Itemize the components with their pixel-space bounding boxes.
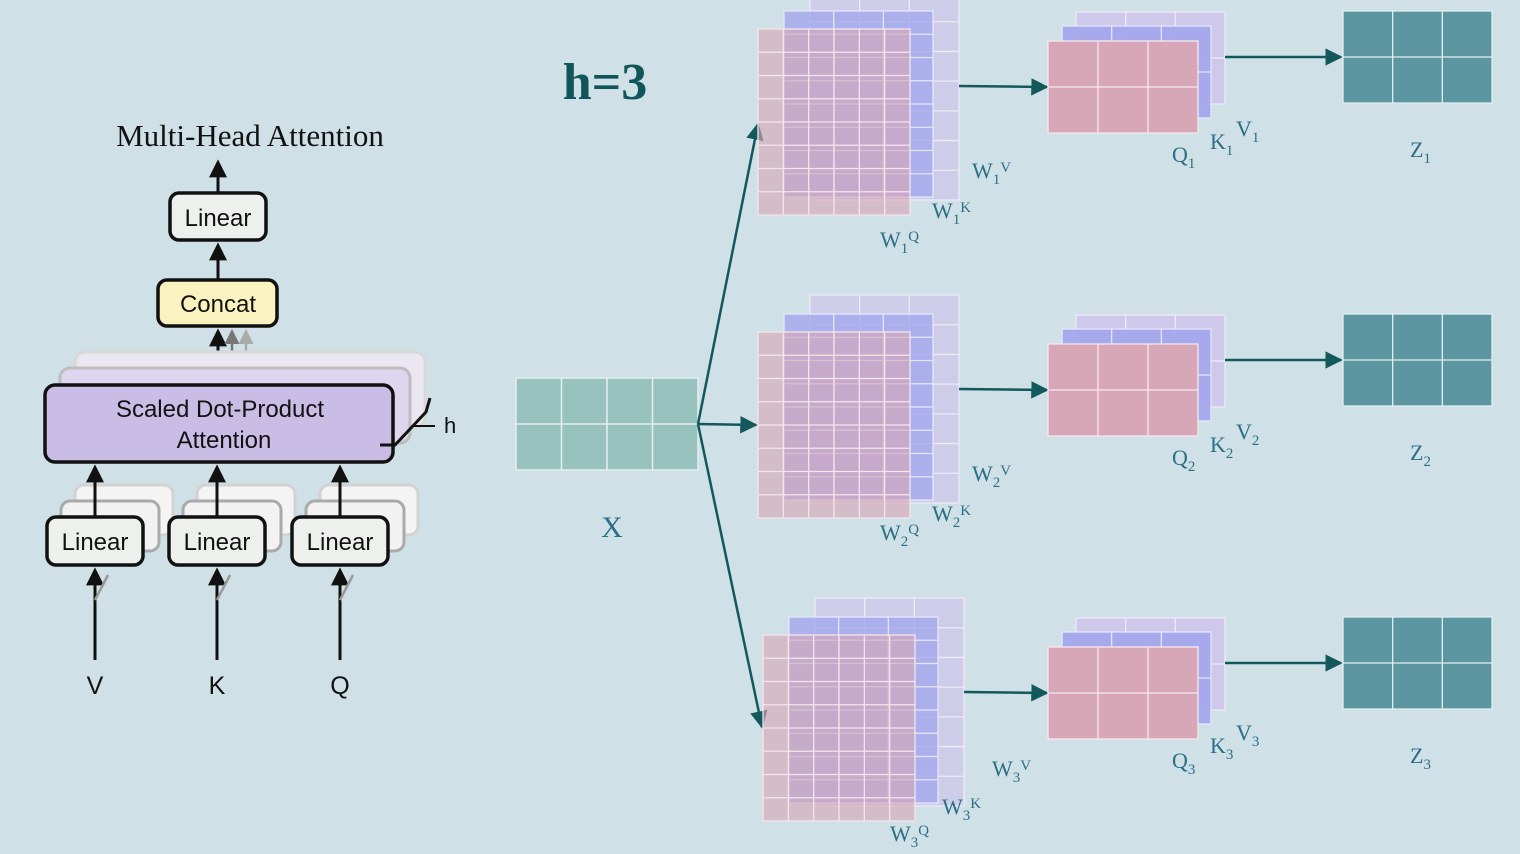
input-v-label: V — [87, 672, 104, 700]
linear-k-stack: Linear — [167, 483, 297, 567]
wq-matrix-3 — [762, 634, 916, 822]
wq-label-2: W2Q — [880, 520, 919, 550]
svg-text:Linear: Linear — [184, 529, 251, 556]
h-count-title: h=3 — [563, 54, 648, 111]
svg-text:Linear: Linear — [185, 205, 252, 232]
head-arrow-3 — [963, 684, 1049, 702]
multi-head-attention-diagram: Multi-Head Attention Linear Concat Scale… — [43, 118, 456, 700]
q-matrix-2 — [1047, 343, 1199, 437]
z-matrix-2 — [1342, 313, 1493, 407]
k-label-1: K1 — [1210, 129, 1233, 159]
q-label-2: Q2 — [1172, 445, 1195, 475]
k-label-2: K2 — [1210, 432, 1233, 462]
svg-text:Linear: Linear — [62, 529, 129, 556]
attention-box: Scaled Dot-Product Attention — [43, 383, 395, 464]
z-label-2: Z2 — [1410, 440, 1431, 470]
input-k-label: K — [209, 672, 226, 700]
z-label-3: Z3 — [1410, 743, 1431, 773]
input-q-label: Q — [330, 672, 349, 700]
wq-matrix-1 — [757, 28, 911, 216]
wv-label-2: W2V — [972, 461, 1011, 491]
z-label-1: Z1 — [1410, 137, 1431, 167]
z-matrix-1 — [1342, 10, 1493, 104]
head-arrow-1 — [958, 78, 1049, 96]
svg-text:Linear: Linear — [307, 529, 374, 556]
q-label-3: Q3 — [1172, 748, 1195, 778]
h-label: h — [444, 413, 456, 438]
wq-matrix-2 — [757, 331, 911, 519]
x-matrix — [515, 377, 699, 471]
wq-label-3: W3Q — [890, 821, 929, 851]
linear-q-stack: Linear — [290, 483, 420, 567]
svg-text:Attention: Attention — [177, 427, 272, 454]
q-label-1: Q1 — [1172, 142, 1195, 172]
k-label-3: K3 — [1210, 733, 1233, 763]
wv-label-3: W3V — [992, 756, 1031, 786]
linear-v-stack: Linear — [45, 483, 175, 567]
wk-label-2: W2K — [932, 501, 971, 531]
z-matrix-3 — [1342, 616, 1493, 710]
wk-label-3: W3K — [942, 794, 981, 824]
q-matrix-1 — [1047, 40, 1199, 134]
q-matrix-3 — [1047, 646, 1199, 740]
wq-label-1: W1Q — [880, 227, 919, 257]
mha-title: Multi-Head Attention — [116, 118, 384, 153]
v-label-2: V2 — [1236, 419, 1259, 449]
top-linear-box: Linear — [168, 191, 268, 242]
x-label: X — [601, 511, 623, 544]
v-label-1: V1 — [1236, 116, 1259, 146]
svg-text:Scaled Dot-Product: Scaled Dot-Product — [116, 396, 324, 423]
head-arrow-2 — [958, 381, 1049, 399]
v-label-3: V3 — [1236, 720, 1259, 750]
svg-text:Concat: Concat — [180, 291, 256, 318]
wv-label-1: W1V — [972, 158, 1011, 188]
concat-box: Concat — [156, 278, 279, 328]
wk-label-1: W1K — [932, 198, 971, 228]
